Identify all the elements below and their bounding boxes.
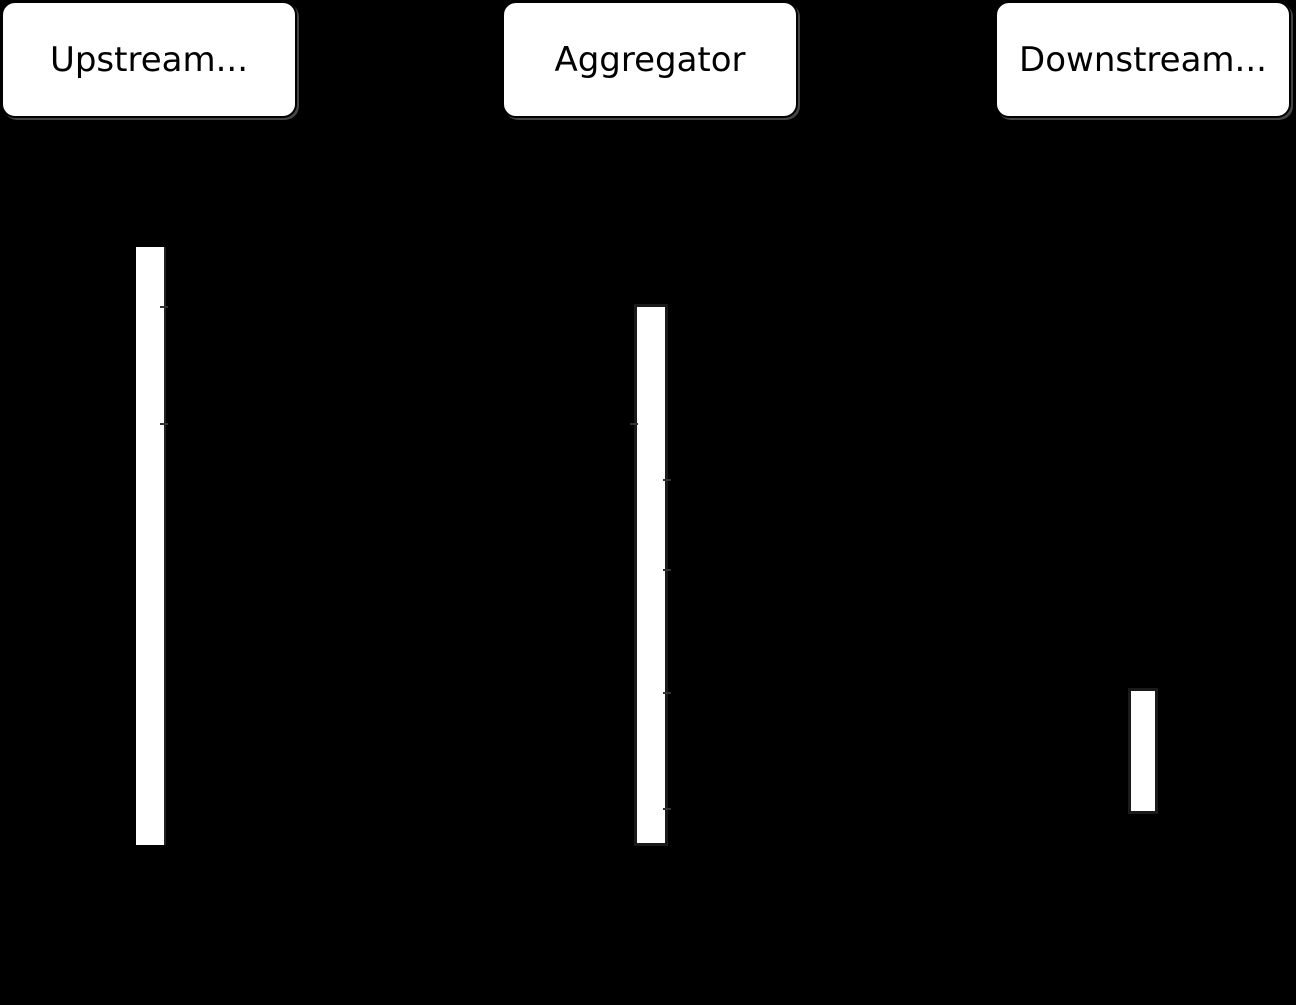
activation-bar-aggregator (634, 304, 668, 846)
message-tick (630, 423, 638, 425)
participant-upstream-label: Upstream... (49, 39, 249, 80)
message-tick (663, 692, 671, 694)
activation-bar-upstream (136, 247, 166, 845)
message-tick (663, 479, 671, 481)
participant-aggregator: Aggregator (502, 1, 798, 118)
message-tick (663, 808, 671, 810)
participant-downstream-label: Downstream... (1019, 39, 1267, 80)
message-tick (160, 306, 168, 308)
activation-bar-downstream (1128, 688, 1158, 814)
participant-aggregator-label: Aggregator (554, 39, 746, 80)
participant-upstream: Upstream... (1, 1, 297, 118)
message-tick (663, 569, 671, 571)
message-tick (160, 423, 168, 425)
participant-downstream: Downstream... (995, 1, 1291, 118)
